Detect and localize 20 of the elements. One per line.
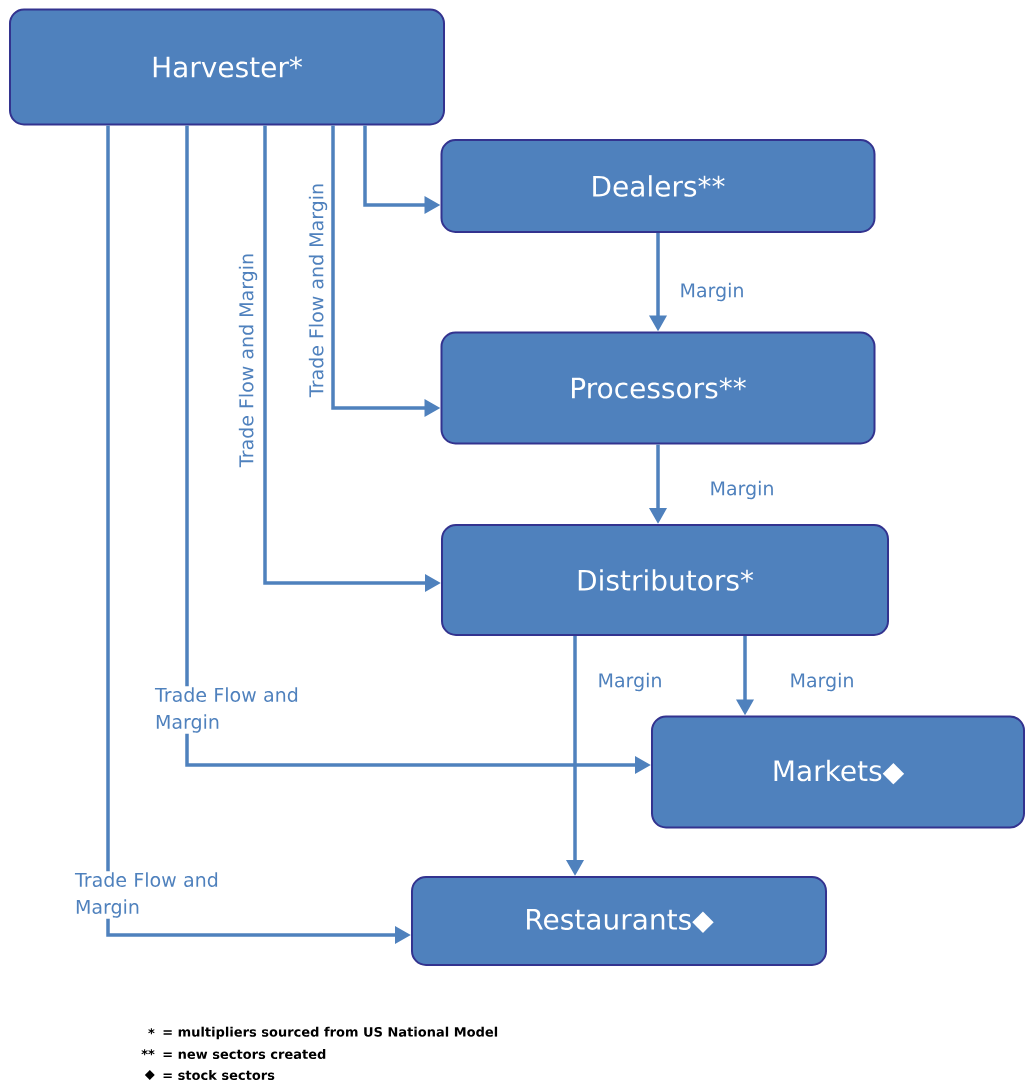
- edge-label: Margin: [791, 672, 853, 692]
- edge-label: Trade Flow and Margin: [74, 872, 218, 918]
- note-symbol: ◆: [144, 1070, 155, 1080]
- note-symbol: **: [141, 1049, 155, 1056]
- edge-label: Trade Flow and Margin: [238, 254, 258, 468]
- edge-label: Margin: [599, 672, 661, 692]
- note-text: = stock sectors: [163, 1070, 275, 1081]
- note-text: = new sectors created: [163, 1049, 326, 1060]
- sector-box: Processors**: [440, 331, 876, 445]
- note-text: = multipliers sourced from US National Model: [163, 1026, 498, 1040]
- sector-box: Distributors*: [441, 524, 889, 636]
- edge-label: Margin: [681, 282, 743, 302]
- edge-label: Trade Flow and Margin: [308, 184, 328, 398]
- sector-box: Restaurants◆: [411, 876, 827, 966]
- sector-box: Markets◆: [651, 715, 1025, 829]
- edge-label: Margin: [711, 480, 773, 500]
- edge-label: Trade Flow and Margin: [154, 687, 298, 733]
- note-symbol: *: [148, 1028, 155, 1035]
- sector-box: Harvester*: [9, 8, 445, 126]
- sector-box: Dealers**: [440, 139, 876, 233]
